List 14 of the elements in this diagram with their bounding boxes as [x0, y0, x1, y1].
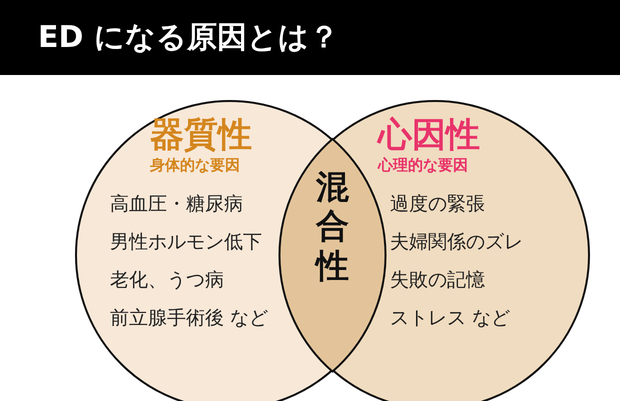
list-item: 男性ホルモン低下: [110, 233, 262, 252]
category-subheading: 身体的な要因: [150, 158, 240, 173]
category-heading: 器質性: [150, 118, 252, 152]
category-subheading: 心理的な要因: [378, 158, 468, 173]
list-item: 過度の緊張: [390, 195, 485, 214]
title-banner: ED になる原因とは？: [0, 0, 620, 75]
list-item: 夫婦関係のズレ: [390, 233, 523, 252]
list-item: 高血圧・糖尿病: [110, 195, 243, 214]
category-heading: 心因性: [378, 118, 480, 152]
list-item: 老化、うつ病: [110, 271, 224, 290]
list-item: 失敗の記憶: [390, 271, 485, 290]
list-item: 前立腺手術後 など: [110, 309, 268, 328]
overlap-label: 混合性: [316, 166, 350, 286]
list-item: ストレス など: [390, 309, 510, 328]
